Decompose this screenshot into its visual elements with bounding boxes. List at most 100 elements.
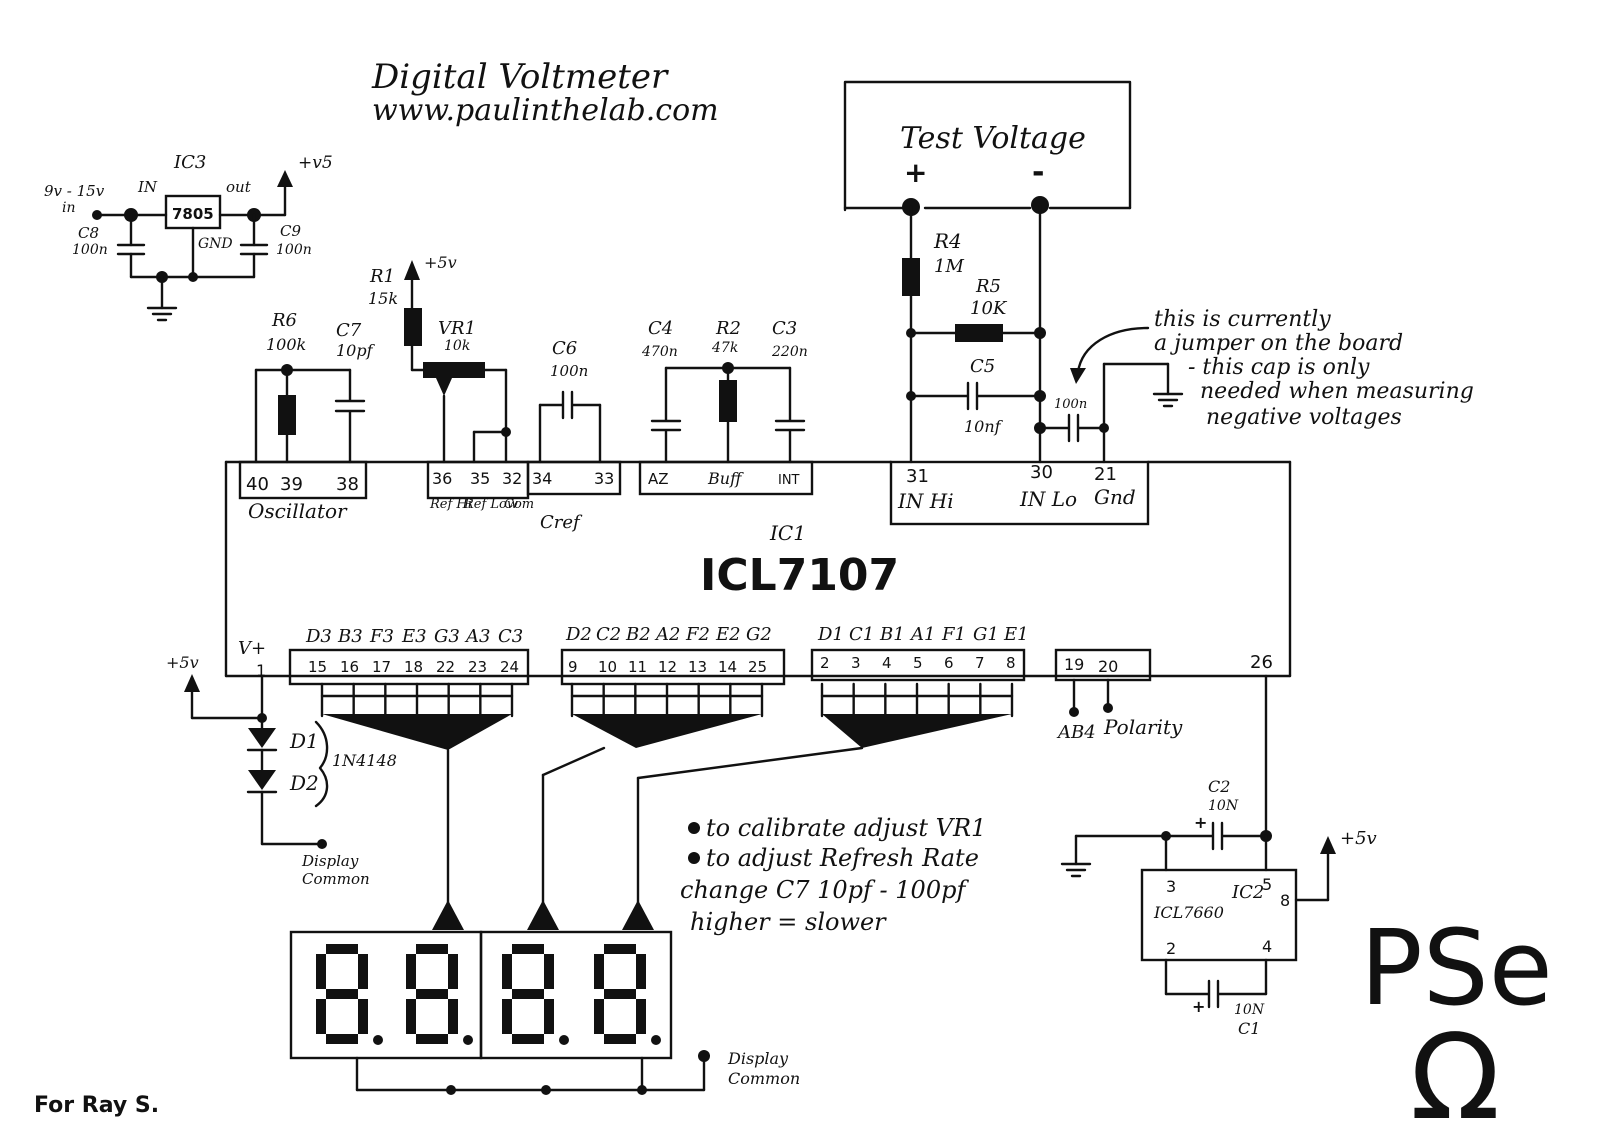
ground-icon <box>1060 862 1092 878</box>
ic2-pin-5: 5 <box>1262 875 1272 894</box>
osc-pin-box <box>238 460 368 500</box>
digit1-pin-box <box>810 648 1026 682</box>
r1-supply: +5v <box>424 253 457 272</box>
vplus-supply: +5v <box>166 653 199 672</box>
note-line-1: this is currently <box>1154 307 1331 332</box>
segment-b <box>636 954 646 989</box>
pin-az: AZ <box>648 470 669 488</box>
segment-name-f3: F3 <box>369 626 394 647</box>
pin-32: 32 <box>502 469 522 488</box>
dc2-line-2: Common <box>728 1069 800 1088</box>
title-block: Digital Voltmeter www.paulinthelab.com <box>371 57 719 128</box>
decimal-point <box>651 1035 661 1045</box>
segment-name-b2: B2 <box>625 624 651 645</box>
c1-plus: + <box>1192 997 1205 1016</box>
ic2-ref: IC2 <box>1231 882 1264 903</box>
vplus-arrow <box>184 674 200 692</box>
pin-3: 3 <box>851 654 861 672</box>
segment-name-d2: D2 <box>565 624 592 645</box>
ic2-pin-8: 8 <box>1280 891 1290 910</box>
dc1-line-2: Common <box>302 870 370 888</box>
display-module-left <box>289 930 483 1060</box>
r4-value: 1M <box>934 256 964 277</box>
instruction-line-1: to calibrate adjust VR1 <box>706 814 986 842</box>
pin-7: 7 <box>975 654 985 672</box>
pin-12: 12 <box>658 658 677 676</box>
note-line-3: - this cap is only <box>1188 355 1370 380</box>
oscillator-section: 40 39 38 Oscillator R6 100k C7 10pf <box>238 310 376 523</box>
segment-name-g1: G1 <box>973 624 999 645</box>
r2-resistor <box>719 380 737 422</box>
ground-icon <box>1152 392 1184 408</box>
ic2-icl7660 <box>1140 868 1298 962</box>
pin-40: 40 <box>246 474 269 495</box>
in-lo-label: IN Lo <box>1019 487 1077 511</box>
segment-e <box>594 999 604 1034</box>
r4-resistor <box>902 258 920 296</box>
pin-5: 5 <box>913 654 923 672</box>
polarity-pin-box <box>1054 648 1152 682</box>
cref-label: Cref <box>540 512 583 533</box>
ic2-pin-4: 4 <box>1262 937 1272 956</box>
pin-13: 13 <box>688 658 707 676</box>
ic3-label: IC3 <box>173 152 206 173</box>
pin-26: 26 <box>1250 652 1273 673</box>
r1-name: R1 <box>369 266 395 287</box>
segment-name-e1: E1 <box>1003 624 1029 645</box>
pin-8: 8 <box>1006 654 1016 672</box>
pin-16: 16 <box>340 658 359 676</box>
display-module-right <box>479 930 673 1060</box>
ic2-pin-3: 3 <box>1166 877 1176 896</box>
note-line-2: a jumper on the board <box>1154 331 1403 356</box>
segment-f <box>406 954 416 989</box>
cref-section: 34 33 Cref C6 100n <box>526 338 622 533</box>
segment-e <box>316 999 326 1034</box>
pin-10: 10 <box>598 658 617 676</box>
segment-g <box>416 989 448 999</box>
diode-d2-icon <box>248 770 276 790</box>
segment-name-a2: A2 <box>654 624 680 645</box>
ic2-part: ICL7660 <box>1153 903 1224 922</box>
supply-label-top: 9v - 15v <box>44 182 105 200</box>
ic1-part: ICL7107 <box>700 550 899 601</box>
in-hi-label: IN Hi <box>897 489 954 513</box>
r1-supply-arrow <box>404 260 420 280</box>
vout-arrow <box>277 170 293 187</box>
segment-name-d1: D1 <box>817 624 844 645</box>
c4-value: 470n <box>641 344 678 360</box>
pin-14: 14 <box>718 658 737 676</box>
diode-section: D1 D2 1N4148 Display Common <box>246 716 397 888</box>
decimal-point <box>463 1035 473 1045</box>
cap-note: this is currently a jumper on the board … <box>1154 307 1474 430</box>
c6-value: 100n <box>550 362 588 380</box>
omega-icon: Ω <box>1410 1008 1500 1132</box>
display-buses <box>320 682 1014 930</box>
instructions: to calibrate adjust VR1 to adjust Refres… <box>680 814 986 936</box>
segment-name-b3: B3 <box>337 626 363 647</box>
segment-d <box>512 1034 544 1044</box>
regulator-section: IC3 9v - 15v in IN out +v5 GND 7805 C8 1… <box>44 152 333 322</box>
c3-name: C3 <box>772 318 797 339</box>
pin-20: 20 <box>1098 657 1118 676</box>
pin-6: 6 <box>944 654 954 672</box>
r6-resistor <box>278 395 296 435</box>
diode-brace-icon <box>314 720 329 808</box>
ic1-ref: IC1 <box>769 521 806 545</box>
segment-name-d3: D3 <box>305 626 332 647</box>
r2-value: 47k <box>711 340 738 356</box>
digit1-bus-wedge <box>822 714 1012 748</box>
reg-gnd-label: GND <box>198 236 233 252</box>
pse-logo: PSe Ω <box>1360 907 1553 1132</box>
note-line-4: needed when measuring <box>1200 379 1474 404</box>
segment-f <box>594 954 604 989</box>
pin-24: 24 <box>500 658 519 676</box>
segment-a <box>604 944 636 954</box>
segment-name-f2: F2 <box>685 624 710 645</box>
digit-4 <box>594 944 661 1045</box>
c8-name: C8 <box>78 224 99 242</box>
segment-f <box>502 954 512 989</box>
ref-hi-label: Ref Hi <box>429 497 472 512</box>
diode-d1-icon <box>248 728 276 748</box>
cin-value: 100n <box>1054 397 1087 412</box>
